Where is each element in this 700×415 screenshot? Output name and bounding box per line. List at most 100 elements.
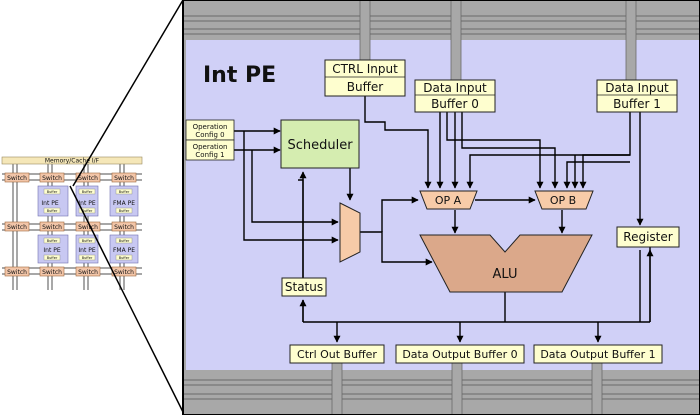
buffer-cell [115, 237, 133, 244]
pe-row-2: Buffer Int PE Buffer Buffer Int PE Buffe… [37, 234, 139, 264]
int-pe-label: Int PE [78, 200, 95, 207]
switch-cell [39, 221, 65, 232]
buffer-cell [78, 254, 96, 261]
data-input-buffer-1 [596, 79, 678, 113]
buffer-label: Buffer [119, 239, 130, 243]
fma-pe-label: FMA PE [113, 200, 135, 207]
buffer-label: Buffer [82, 209, 93, 213]
data-input-buffer-0-line1: Data Input [423, 81, 487, 95]
operation-config-0-line2: Config 0 [195, 131, 224, 139]
buffer-label: Buffer [119, 190, 130, 194]
op-a-label: OP A [435, 194, 462, 207]
wires [234, 96, 654, 343]
scheduler-block [280, 119, 360, 169]
buffer-cell [78, 237, 96, 244]
ctrl-out-buffer [289, 344, 385, 364]
buffer-label: Buffer [82, 239, 93, 243]
switch-label: Switch [42, 224, 62, 231]
buffer-cell [115, 207, 133, 214]
switch-cell [39, 172, 65, 183]
switch-label: Switch [114, 175, 134, 182]
operation-config-1-line1: Operation [193, 143, 228, 151]
buffer-cell [115, 254, 133, 261]
buffer-cell [43, 188, 61, 195]
switch-label: Switch [78, 269, 98, 276]
scheduler-label: Scheduler [287, 138, 353, 153]
switch-row-3: Switch Switch Switch Switch [4, 266, 137, 277]
switch-cell [75, 172, 101, 183]
vertical-bus-stubs [331, 0, 637, 415]
switch-cell [4, 266, 30, 277]
op-b-label: OP B [550, 194, 576, 207]
switch-cell [111, 172, 137, 183]
ctrl-input-buffer-line2: Buffer [347, 80, 383, 94]
switch-label: Switch [7, 175, 27, 182]
switch-label: Switch [7, 224, 27, 231]
buffer-label: Buffer [119, 209, 130, 213]
ctrl-out-buffer-label: Ctrl Out Buffer [297, 348, 377, 361]
switch-label: Switch [7, 269, 27, 276]
data-output-buffer-1 [533, 344, 663, 364]
operation-config-1 [185, 139, 235, 161]
data-output-buffer-0 [395, 344, 525, 364]
buffer-label: Buffer [119, 256, 130, 260]
overview-vertical-lines [12, 164, 125, 290]
memory-cache-label: Memory/Cache I/F [45, 158, 100, 165]
overview-array: Memory/Cache I/F Switch Switch Switch Sw… [1, 156, 143, 290]
buffer-label: Buffer [47, 190, 58, 194]
buffer-cell [43, 207, 61, 214]
data-input-buffer-0 [414, 79, 496, 113]
pe-row-1: Buffer Int PE Buffer Buffer Int PE Buffe… [37, 185, 139, 217]
int-pe-label: Int PE [41, 200, 58, 207]
switch-cell [4, 221, 30, 232]
alu-label: ALU [492, 267, 517, 282]
top-bus-lines [183, 15, 700, 400]
switch-row-2: Switch Switch Switch Switch [4, 221, 137, 232]
buffer-cell [78, 188, 96, 195]
switch-label: Switch [114, 269, 134, 276]
buffer-label: Buffer [47, 256, 58, 260]
switch-cell [39, 266, 65, 277]
switch-row-1: Switch Switch Switch Switch [4, 172, 137, 183]
memory-cache-bus [1, 156, 143, 165]
data-output-buffer-1-label: Data Output Buffer 1 [540, 348, 655, 361]
switch-label: Switch [114, 224, 134, 231]
int-pe-detail: Int PE [182, 0, 700, 415]
switch-cell [75, 266, 101, 277]
switch-label: Switch [78, 175, 98, 182]
switch-label: Switch [42, 175, 62, 182]
buffer-cell [78, 207, 96, 214]
buffer-label: Buffer [47, 239, 58, 243]
buffer-cell [43, 254, 61, 261]
data-output-buffer-0-label: Data Output Buffer 0 [402, 348, 517, 361]
status-label: Status [285, 280, 323, 294]
ctrl-input-buffer [324, 59, 406, 97]
alu-block [419, 234, 593, 293]
register-label: Register [623, 230, 672, 244]
switch-label: Switch [42, 269, 62, 276]
int-pe-label: Int PE [43, 247, 60, 254]
status-block [281, 277, 327, 297]
data-input-buffer-1-line2: Buffer 1 [613, 97, 661, 111]
operation-config-1-line2: Config 1 [195, 151, 224, 159]
fma-pe-label: FMA PE [113, 247, 135, 254]
op-a-block [419, 190, 478, 210]
int-pe-label: Int PE [78, 247, 95, 254]
zoom-line-bottom [69, 185, 184, 413]
switch-cell [4, 172, 30, 183]
detail-border [182, 0, 700, 415]
data-input-buffer-0-line2: Buffer 0 [431, 97, 479, 111]
switch-label: Switch [78, 224, 98, 231]
buffer-label: Buffer [82, 190, 93, 194]
op-b-block [534, 190, 594, 210]
switch-cell [111, 221, 137, 232]
multiplexer [339, 202, 361, 263]
buffer-label: Buffer [47, 209, 58, 213]
buffer-cell [43, 237, 61, 244]
zoom-line-top [72, 0, 184, 187]
buffer-cell [115, 188, 133, 195]
ctrl-input-buffer-line1: CTRL Input [332, 62, 398, 76]
buffer-label: Buffer [82, 256, 93, 260]
operation-config-0-line1: Operation [193, 123, 228, 131]
